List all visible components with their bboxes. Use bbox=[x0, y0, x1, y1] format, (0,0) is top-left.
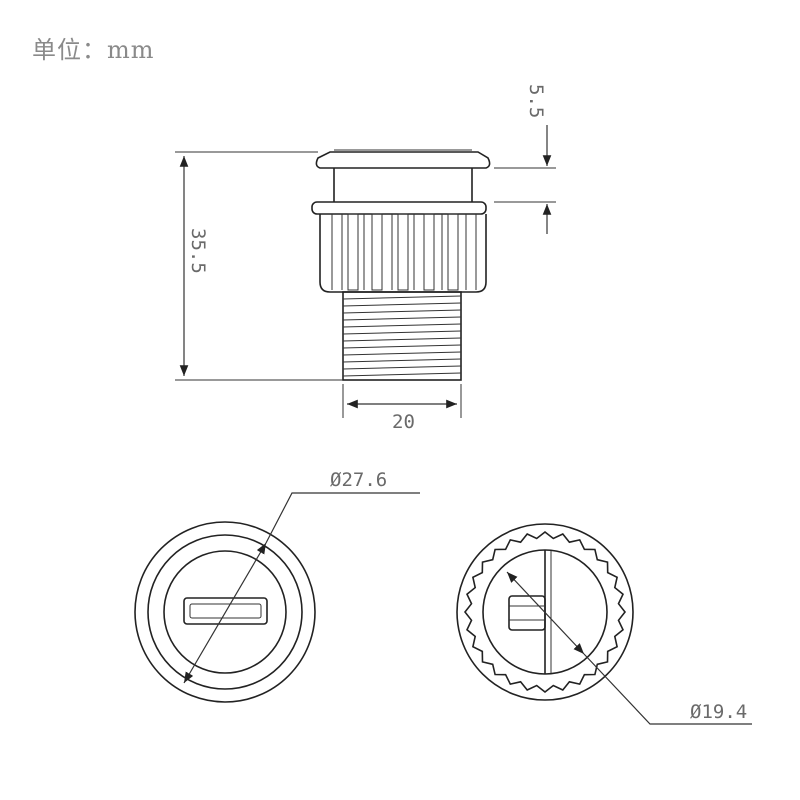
height-label: 35.5 bbox=[187, 228, 209, 274]
flange-ring bbox=[311, 201, 487, 215]
collar-label: 5.5 bbox=[525, 84, 547, 118]
outer-diameter-label: Ø27.6 bbox=[330, 469, 387, 491]
inner-diameter-label: Ø19.4 bbox=[690, 701, 747, 723]
rear-terminal bbox=[508, 595, 546, 631]
rear-view: Ø19.4 bbox=[456, 523, 752, 725]
collar-dimension: 5.5 bbox=[494, 84, 556, 234]
front-view: Ø27.6 bbox=[134, 469, 420, 703]
top-cap bbox=[315, 151, 491, 169]
knurled-nut bbox=[319, 213, 487, 293]
knurl-ring bbox=[463, 530, 627, 694]
side-view: 35.5 5.5 20 bbox=[175, 84, 556, 433]
width-dimension: 20 bbox=[342, 384, 462, 433]
unit-label: 单位：mm bbox=[32, 36, 155, 64]
width-label: 20 bbox=[392, 411, 415, 433]
height-dimension: 35.5 bbox=[175, 151, 343, 381]
threaded-shank bbox=[342, 291, 462, 381]
